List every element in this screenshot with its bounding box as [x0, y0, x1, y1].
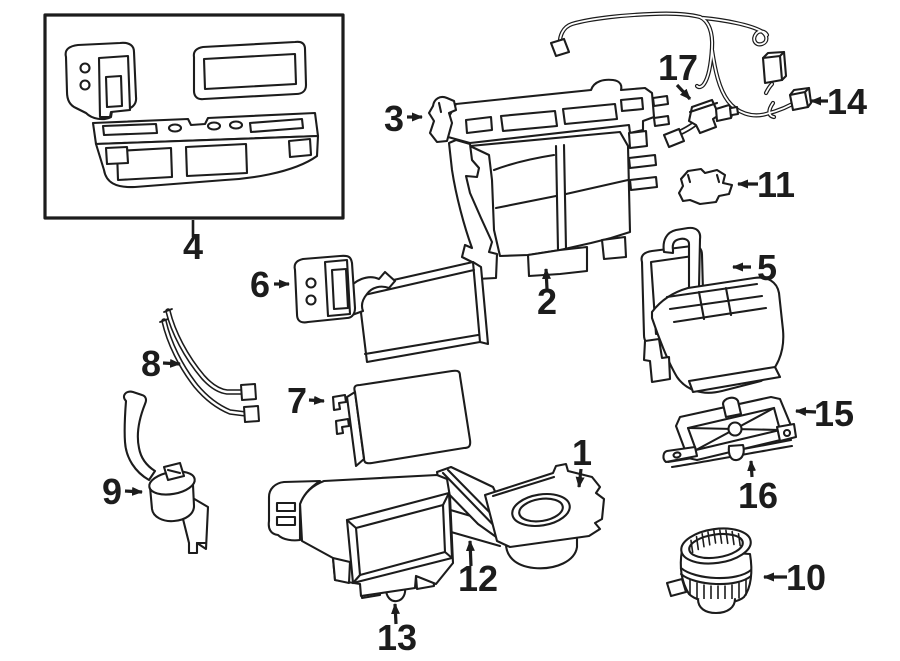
callout-3-label[interactable]: 3	[384, 98, 404, 139]
callout-5[interactable]: 5	[732, 247, 777, 288]
callout-13[interactable]: 13	[377, 603, 417, 658]
callout-2-label[interactable]: 2	[537, 281, 557, 322]
callout-8-label[interactable]: 8	[141, 343, 161, 384]
blower-motor-part	[665, 527, 753, 615]
bracket-part	[427, 95, 458, 144]
callout-7-label[interactable]: 7	[287, 380, 307, 421]
callout-16-label[interactable]: 16	[738, 475, 778, 516]
callout-10-label[interactable]: 10	[786, 557, 826, 598]
heater-core-part	[293, 254, 490, 364]
callout-15[interactable]: 15	[795, 393, 854, 434]
callouts: 1 2 3 4 5 6 7 8	[102, 47, 867, 658]
actuator-duct-part	[122, 390, 210, 555]
diagram-art	[43, 11, 813, 615]
callout-17-label[interactable]: 17	[658, 47, 698, 88]
callout-1-label[interactable]: 1	[572, 432, 592, 473]
callout-16[interactable]: 16	[738, 460, 778, 516]
actuator-frame-part	[662, 395, 798, 469]
callout-14[interactable]: 14	[810, 81, 867, 122]
callout-9[interactable]: 9	[102, 471, 143, 512]
callout-11-label[interactable]: 11	[757, 164, 795, 205]
callout-17[interactable]: 17	[658, 47, 698, 101]
callout-8[interactable]: 8	[141, 343, 181, 384]
bezel-part	[192, 40, 308, 101]
callout-14-label[interactable]: 14	[827, 81, 867, 122]
callout-2[interactable]: 2	[537, 268, 557, 322]
control-panel-inset-box	[43, 13, 345, 220]
lower-intake-housing-part	[267, 473, 455, 603]
callout-4[interactable]: 4	[183, 220, 203, 267]
switch-part	[64, 41, 138, 121]
air-inlet-plate-part	[428, 462, 606, 570]
callout-10[interactable]: 10	[763, 557, 826, 598]
callout-6-label[interactable]: 6	[250, 264, 270, 305]
callout-7[interactable]: 7	[287, 380, 325, 421]
duct-housing-part	[640, 226, 785, 394]
callout-13-label[interactable]: 13	[377, 617, 417, 658]
callout-15-label[interactable]: 15	[814, 393, 854, 434]
callout-11[interactable]: 11	[737, 164, 795, 205]
sensor-part	[662, 98, 740, 149]
evaporator-core-part	[331, 369, 472, 468]
hvac-housing-part	[444, 78, 671, 281]
control-panel-part	[91, 111, 320, 189]
callout-9-label[interactable]: 9	[102, 471, 122, 512]
callout-6[interactable]: 6	[250, 264, 290, 305]
callout-12[interactable]: 12	[458, 540, 498, 599]
callout-12-label[interactable]: 12	[458, 558, 498, 599]
callout-5-label[interactable]: 5	[757, 247, 777, 288]
wiring-harness-part	[549, 11, 813, 120]
resistor-module-part	[677, 167, 734, 206]
callout-3[interactable]: 3	[384, 98, 423, 139]
heater-hose-part	[159, 308, 260, 423]
callout-1[interactable]: 1	[572, 432, 592, 488]
callout-4-label[interactable]: 4	[183, 226, 203, 267]
